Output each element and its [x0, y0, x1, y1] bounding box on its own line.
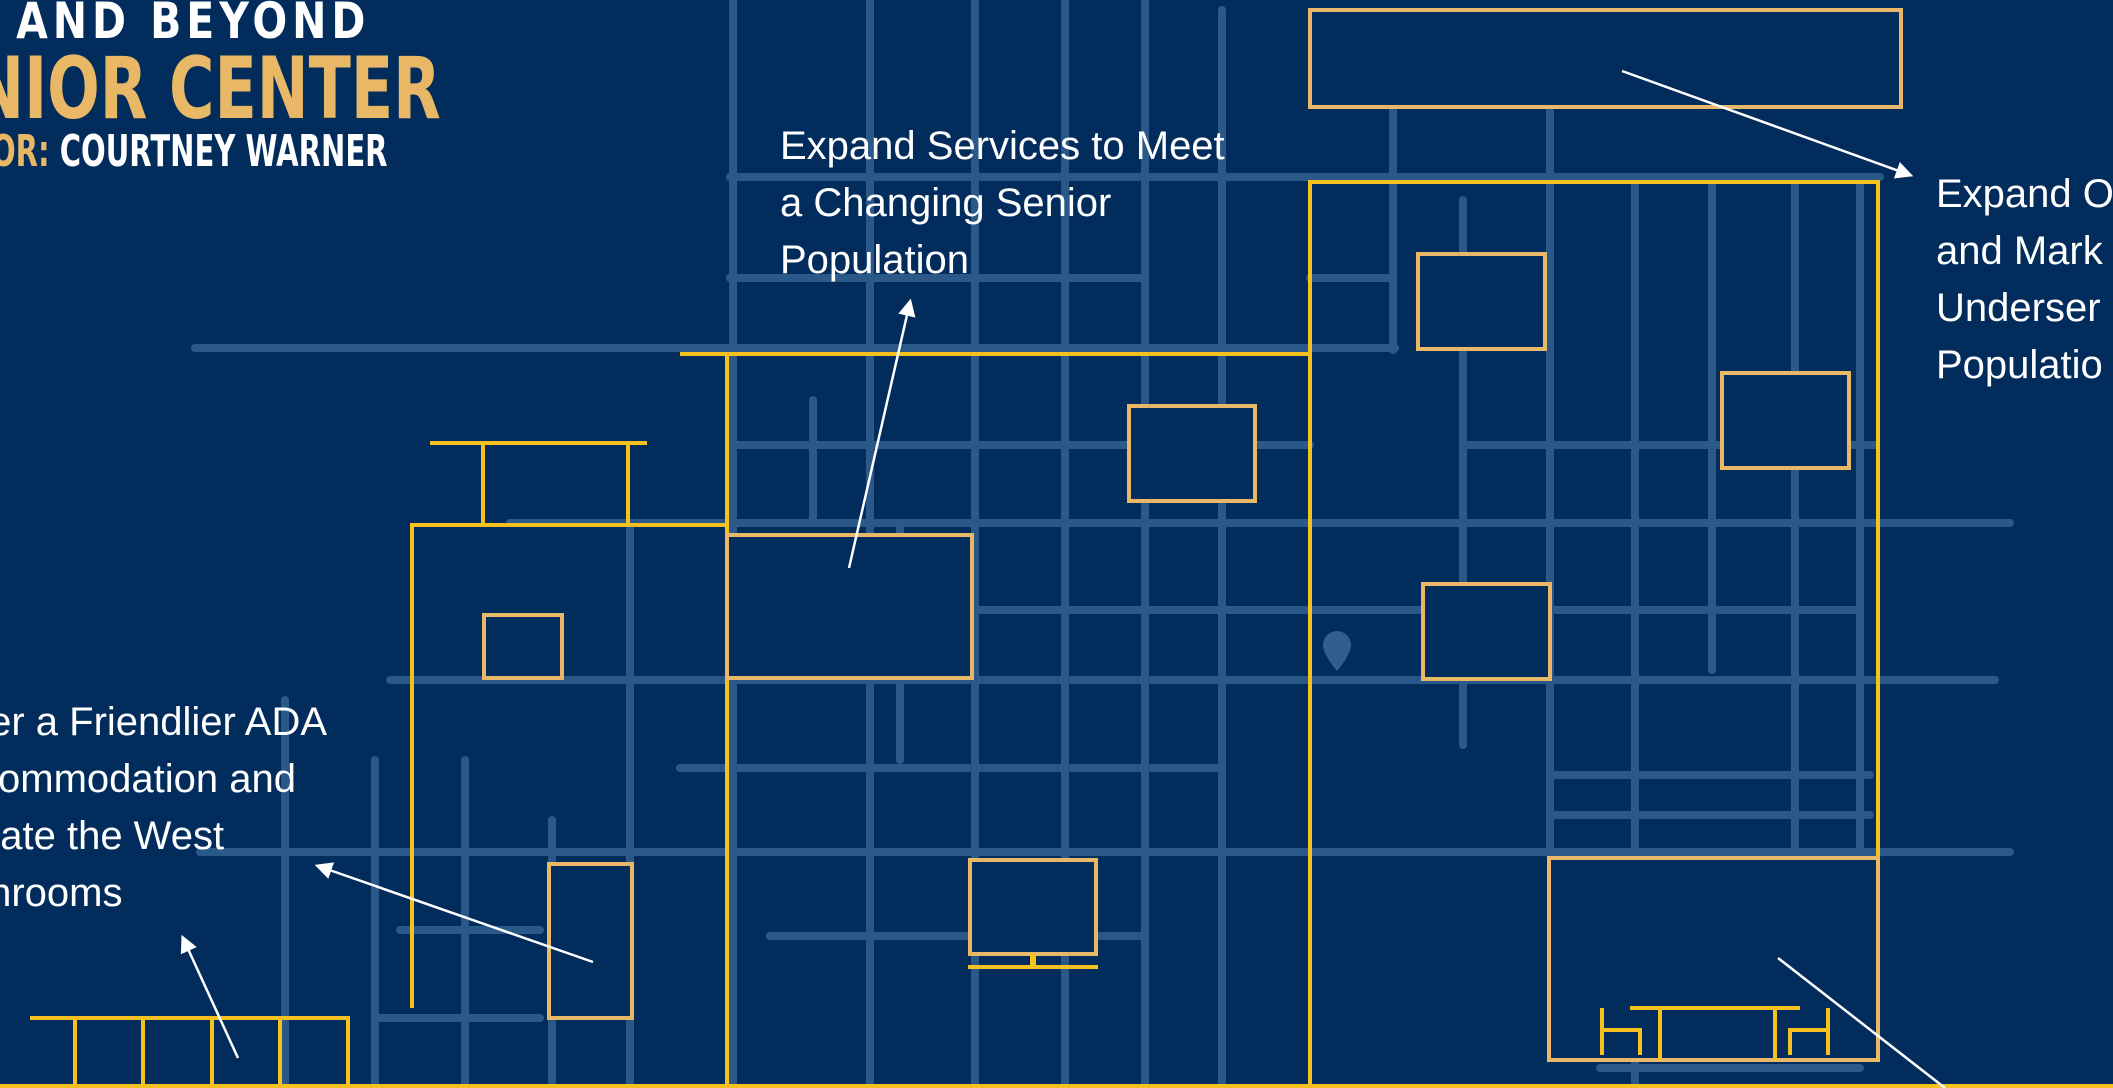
window — [1421, 582, 1552, 681]
monitor-icon — [968, 858, 1098, 969]
window-sign — [1308, 8, 1903, 109]
window-large — [725, 533, 974, 680]
goal-expand-services: Expand Services to Meet a Changing Senio… — [780, 124, 1225, 282]
window — [1416, 252, 1547, 351]
table-chairs-icon — [1600, 1006, 1830, 1060]
map-pin-icon — [1323, 631, 1351, 671]
title-year-line: 22 AND BEYOND — [0, 0, 371, 50]
building-outline — [0, 180, 2113, 1088]
title-center-name: ENIOR CENTER — [0, 39, 441, 139]
goal-expand-outreach: Expand O and Mark Underser Populatio — [1936, 172, 2113, 387]
director-label: ECTOR: — [0, 126, 50, 177]
title-block: 22 AND BEYOND ENIOR CENTER ECTOR: COURTN… — [0, 0, 639, 178]
building-windows — [482, 8, 1903, 1062]
callout-arrows — [180, 69, 1946, 1088]
arrow-outreach — [1621, 69, 1914, 179]
window — [1720, 371, 1851, 470]
title-director-line: ECTOR: COURTNEY WARNER — [0, 126, 398, 178]
director-name: COURTNEY WARNER — [59, 126, 388, 177]
door — [547, 862, 634, 1020]
arrow-ada-bathroom — [180, 934, 240, 1059]
goal-ada-bathrooms: fer a Friendlier ADA commodation and dat… — [0, 700, 328, 915]
arrow-room — [1777, 957, 1946, 1088]
arrow-services — [847, 298, 916, 569]
window — [482, 613, 564, 680]
arrow-ada-door — [314, 862, 594, 964]
window — [1127, 404, 1257, 503]
